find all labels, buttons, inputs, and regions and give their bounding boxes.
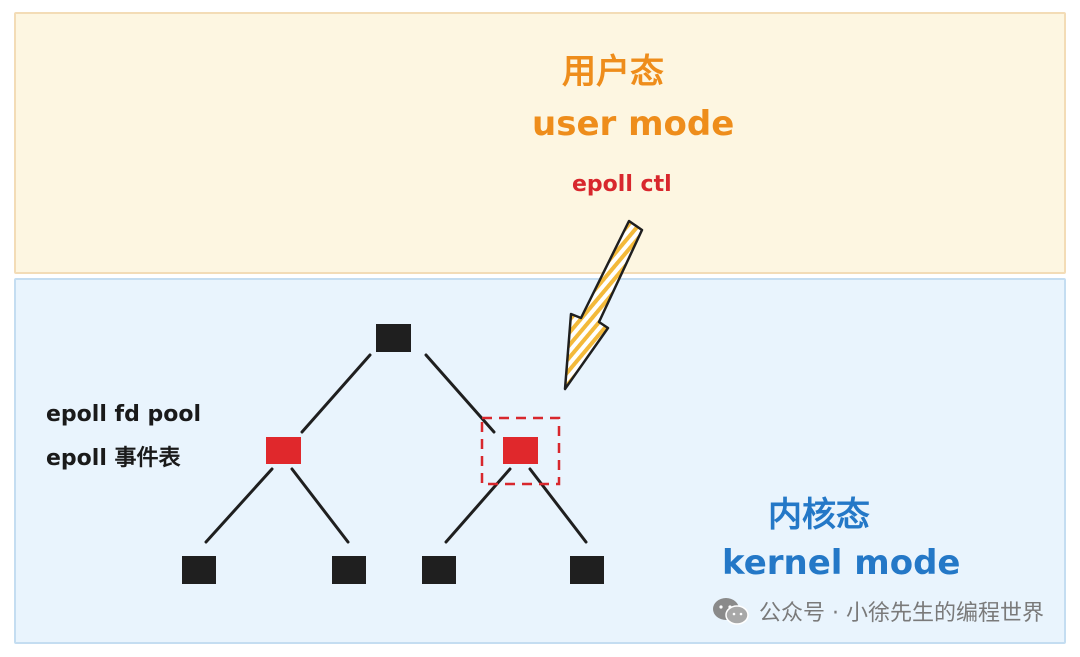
user-mode-zone xyxy=(14,12,1066,274)
kernel-mode-title-zh: 内核态 xyxy=(768,495,870,535)
wechat-icon xyxy=(713,598,749,625)
tree-node-right xyxy=(503,437,538,464)
edge-left-left-left xyxy=(204,467,274,544)
arrow-shape xyxy=(563,219,644,391)
edge-root-right xyxy=(424,353,496,434)
tree-node-left xyxy=(266,437,301,464)
tree-edges xyxy=(204,353,588,544)
pool-label-line2: epoll 事件表 xyxy=(46,446,181,471)
epoll-ctl-label: epoll ctl xyxy=(572,172,672,197)
tree-node-right-right xyxy=(570,556,604,584)
edge-right-right-left xyxy=(444,467,512,544)
highlight-box xyxy=(480,416,561,486)
user-mode-title-en: user mode xyxy=(532,104,735,144)
kernel-mode-title-en: kernel mode xyxy=(722,543,961,583)
edge-root-left xyxy=(300,353,372,434)
user-mode-title-zh: 用户态 xyxy=(562,52,664,92)
watermark: 公众号 · 小徐先生的编程世界 xyxy=(711,595,1044,627)
watermark-text: 公众号 · 小徐先生的编程世界 xyxy=(759,601,1044,626)
tree-node-left-left xyxy=(182,556,216,584)
edge-right-right-right xyxy=(528,467,588,544)
tree-node-left-right xyxy=(332,556,366,584)
edge-left-left-right xyxy=(290,467,350,544)
epoll-ctl-arrow xyxy=(563,219,644,391)
pool-label-line1: epoll fd pool xyxy=(46,402,202,427)
tree-node-right-left xyxy=(422,556,456,584)
tree-node-root xyxy=(376,324,411,352)
